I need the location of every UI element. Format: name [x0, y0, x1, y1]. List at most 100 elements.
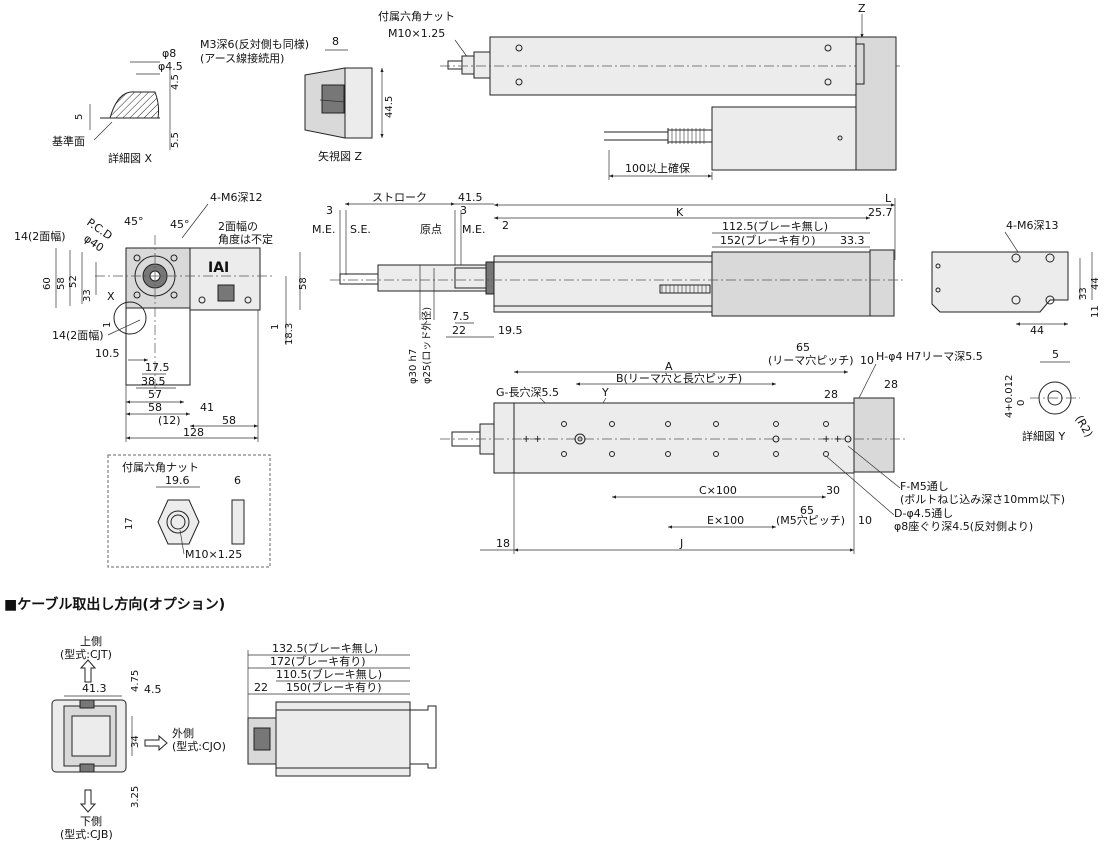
dim-33-r: 33 [1078, 287, 1089, 300]
dim-4-75: 4.75 [130, 670, 141, 692]
dim-41-3: 41.3 [82, 682, 107, 695]
dim-25-7: 25.7 [868, 206, 893, 219]
dim-10-a: 10 [860, 354, 874, 367]
dim-28-b: 28 [884, 378, 898, 391]
flat-14-b: 14(2面幅) [52, 329, 104, 342]
m6-12-label: 4-M6深12 [210, 191, 262, 204]
dim-8-z: 8 [332, 35, 339, 48]
cjb-label: (型式:CJB) [60, 827, 113, 841]
cjo-label: (型式:CJO) [172, 739, 226, 753]
dim-5-y: 5 [1052, 348, 1059, 361]
f-m5-label: F-M5通し [900, 480, 949, 493]
dim-128: 128 [183, 426, 204, 439]
m5-pitch: (M5穴ピッチ) [776, 513, 845, 527]
dim-12: (12) [158, 414, 181, 427]
m6-13-label: 4-M6深13 [1006, 219, 1058, 232]
iai-logo: IAI [208, 260, 229, 276]
dim-ex100: E×100 [707, 514, 744, 527]
cable-section: ■ケーブル取出し方向(オプション) 上側 (型式:CJT) 41.3 4.75 … [4, 596, 437, 841]
middle-side-view: ストローク 41.5 3 3 M.E. S.E. 原点 M.E. 2 L K 2… [312, 191, 905, 384]
dim-5-x: 5 [74, 114, 85, 120]
nut-detail-box: 付属六角ナット 19.6 6 17 M10×1.25 [107, 454, 271, 568]
dim-19-6: 19.6 [165, 474, 190, 487]
plus-marks: + + [522, 434, 542, 445]
dim-5-5: 5.5 [170, 132, 181, 148]
detail-x-label: 詳細図 X [108, 151, 152, 165]
g-hole-label: G-長穴深5.5 [496, 385, 559, 399]
flat-angle-2: 角度は不定 [218, 232, 273, 246]
cable-110-5: 110.5(ブレーキ無し) [276, 667, 382, 681]
se-label: S.E. [350, 223, 371, 236]
dim-1-left: 1 [102, 322, 113, 328]
dim-65-a: 65 [796, 341, 810, 354]
d-hole-label: D-φ4.5通し [894, 507, 953, 520]
dim-60: 60 [42, 277, 53, 290]
detail-x: φ8 φ4.5 4.5 5.5 5 基準面 詳細図 X [52, 47, 183, 165]
dim-44-b: 44 [1030, 324, 1044, 337]
top-side-view: 付属六角ナット M10×1.25 Z 100以上確保 [378, 2, 900, 180]
flat-14-a: 14(2面幅) [14, 230, 66, 243]
dim-L: L [885, 192, 892, 205]
brake-112-5: 112.5(ブレーキ無し) [722, 219, 828, 233]
plus-marks-2: + + [822, 434, 842, 445]
dim-cx100: C×100 [699, 484, 737, 497]
dim-10-b: 10 [858, 514, 872, 527]
dim-phi25: φ25(ロッド外径) [420, 307, 433, 384]
dim-41-5: 41.5 [458, 191, 483, 204]
dim-18: 18 [496, 537, 510, 550]
dim-A: A [665, 360, 673, 373]
z-label: Z [858, 2, 866, 15]
ground-label: (アース線接続用) [200, 51, 284, 65]
front-view: 4-M6深12 P.C.D φ40 45° 45° 14(2面幅) 2面幅の 角… [14, 191, 309, 442]
flat-angle-1: 2面幅の [218, 220, 258, 233]
dim-58-h2: 58 [222, 414, 236, 427]
dim-38-5: 38.5 [141, 375, 166, 388]
dim-2: 2 [502, 219, 509, 232]
tol-4: 4+0.012 [1004, 375, 1015, 418]
dim-34: 34 [130, 735, 141, 748]
me-label-2: M.E. [462, 223, 485, 236]
dim-22-a: 22 [452, 324, 466, 337]
dim-17: 17 [124, 517, 135, 530]
dim-phi45: φ4.5 [158, 60, 183, 73]
dim-3-b: 3 [460, 204, 467, 217]
view-z-label: 矢視図 Z [318, 149, 362, 163]
dim-100-clear: 100以上確保 [625, 161, 690, 175]
dim-44-5: 44.5 [384, 96, 395, 118]
stroke-label: ストローク [372, 191, 427, 204]
m10-box-label: M10×1.25 [185, 548, 242, 561]
dim-58-h: 58 [148, 401, 162, 414]
dim-11: 11 [1090, 305, 1101, 318]
angle-45-b: 45° [170, 218, 190, 231]
bolt-depth-label: (ボルトねじ込み深さ10mm以下) [900, 493, 1065, 506]
dim-4-5: 4.5 [170, 74, 181, 90]
origin-label: 原点 [420, 223, 442, 236]
dim-58-v: 58 [56, 277, 67, 290]
view-z: M3深6(反対側も同様) (アース線接続用) 8 44.5 矢視図 Z [200, 35, 395, 163]
dim-K: K [676, 206, 684, 219]
cable-150: 150(ブレーキ有り) [286, 680, 382, 694]
dim-52: 52 [68, 275, 79, 288]
dim-17-5: 17.5 [145, 361, 170, 374]
dim-phi30: φ30 h7 [408, 349, 419, 384]
angle-45-a: 45° [124, 215, 144, 228]
cable-172: 172(ブレーキ有り) [270, 654, 366, 668]
nut-label-top: 付属六角ナット [378, 10, 455, 23]
y-marker: Y [601, 386, 609, 399]
dim-7-5: 7.5 [452, 310, 470, 323]
dim-10-5: 10.5 [95, 347, 120, 360]
m3-label: M3深6(反対側も同様) [200, 37, 309, 51]
dim-J: J [679, 537, 683, 550]
dim-4-5-c: 4.5 [144, 683, 162, 696]
dim-19-5: 19.5 [498, 324, 523, 337]
brake-152: 152(ブレーキ有り) [720, 233, 816, 247]
dim-33-3: 33.3 [840, 234, 865, 247]
spotface-label: φ8座ぐり深4.5(反対側より) [894, 519, 1033, 533]
reamer-pitch: (リーマ穴ピッチ) [768, 353, 854, 367]
dim-3-25: 3.25 [130, 786, 141, 808]
dim-58-right: 58 [298, 277, 309, 290]
outer-side-label: 外側 [172, 727, 194, 740]
tol-0: 0 [1016, 400, 1027, 406]
dim-41: 41 [200, 401, 214, 414]
